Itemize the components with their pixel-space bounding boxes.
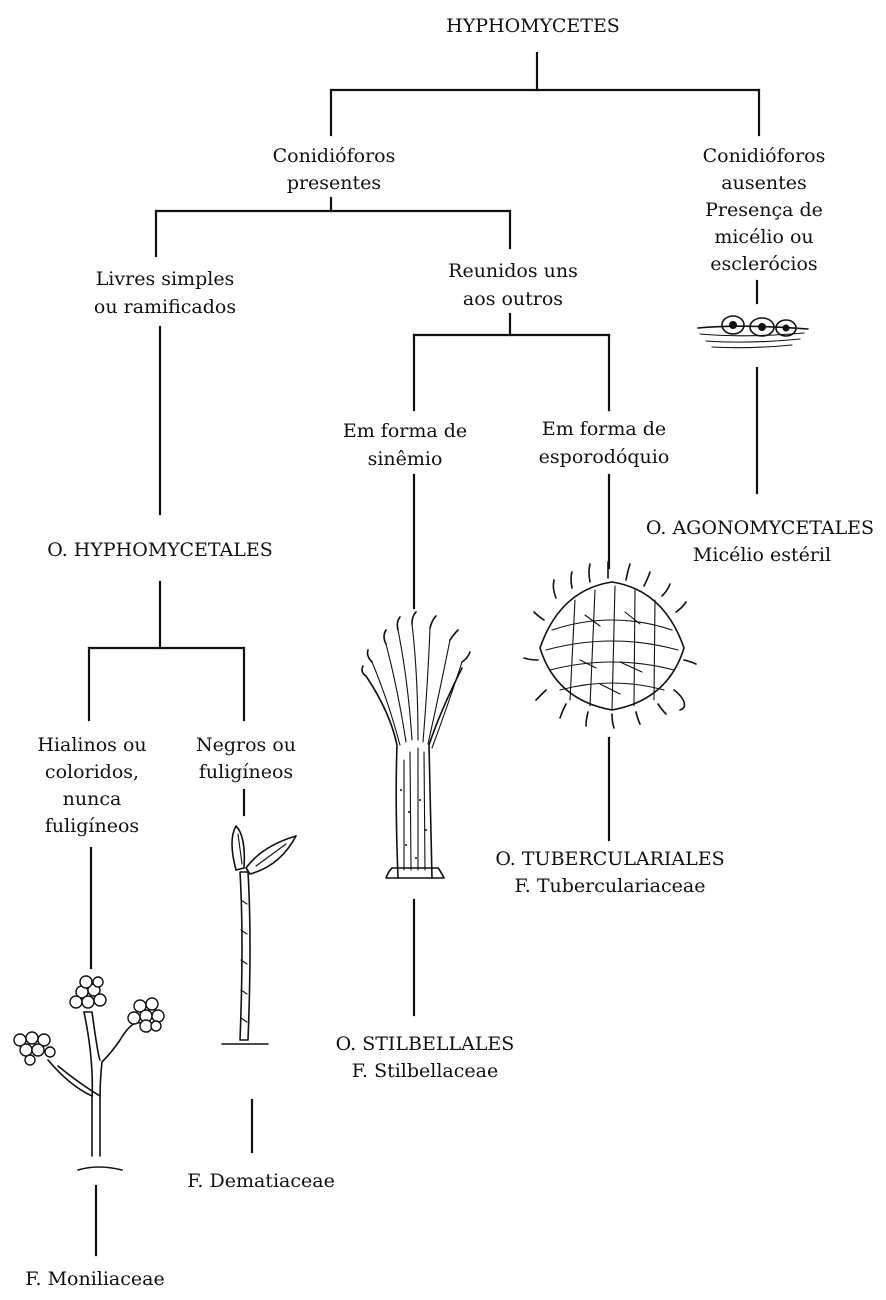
hyaline-label-line2: coloridos, bbox=[45, 761, 139, 783]
tuberculariales-order-label: O. TUBERCULARIALES bbox=[495, 848, 724, 870]
hyaline-label-line1: Hialinos ou bbox=[37, 734, 146, 756]
dematiaceous-conidiophore-illustration bbox=[222, 826, 296, 1044]
conidiophores-absent-label-line3: Presença de bbox=[705, 199, 823, 221]
root-label: HYPHOMYCETES bbox=[446, 15, 620, 37]
dark-label-line2: fuligíneos bbox=[199, 761, 293, 783]
synnema-label-line1: Em forma de bbox=[343, 420, 467, 442]
sporodochium-illustration bbox=[524, 562, 696, 728]
dark-label-line1: Negros ou bbox=[196, 734, 296, 756]
conidia-cluster-right bbox=[128, 998, 164, 1032]
moniliaceae-family-label: F. Moniliaceae bbox=[25, 1268, 164, 1290]
grouped-conidiophores-label-line1: Reunidos uns bbox=[448, 260, 578, 282]
conidiophores-absent-label-line2: ausentes bbox=[721, 172, 806, 194]
hyaline-label-line4: fuligíneos bbox=[45, 815, 139, 837]
hyphomycetales-order-label: O. HYPHOMYCETALES bbox=[47, 539, 273, 561]
free-conidiophores-label-line1: Livres simples bbox=[96, 268, 235, 290]
synnema-illustration bbox=[362, 612, 470, 878]
conidiophores-absent-label-line1: Conidióforos bbox=[703, 145, 826, 167]
stilbellaceae-family-label: F. Stilbellaceae bbox=[352, 1060, 498, 1082]
agonomycetales-order-label: O. AGONOMYCETALES bbox=[646, 517, 874, 539]
synnema-label-line2: sinêmio bbox=[368, 448, 443, 470]
sporodochium-label-line2: esporodóquio bbox=[539, 446, 670, 468]
dematiaceae-family-label: F. Dematiaceae bbox=[187, 1170, 335, 1192]
grouped-conidiophores-label-line2: aos outros bbox=[463, 288, 563, 310]
agonomycetales-note-label: Micélio estéril bbox=[693, 544, 831, 566]
moniliaceous-conidiophore-illustration bbox=[14, 976, 164, 1170]
tuberculariaceae-family-label: F. Tuberculariaceae bbox=[515, 875, 706, 897]
sclerotia-illustration bbox=[698, 316, 808, 348]
conidiophores-absent-label-line5: esclerócios bbox=[710, 253, 817, 275]
stilbellales-order-label: O. STILBELLALES bbox=[336, 1033, 515, 1055]
conidiophores-absent-label-line4: micélio ou bbox=[714, 226, 813, 248]
conidia-cluster-top bbox=[70, 976, 106, 1008]
hyaline-label-line3: nunca bbox=[63, 788, 122, 810]
conidiophores-present-label-line1: Conidióforos bbox=[273, 145, 396, 167]
free-conidiophores-label-line2: ou ramificados bbox=[94, 296, 236, 318]
conidiophores-present-label-line2: presentes bbox=[287, 172, 381, 194]
sporodochium-label-line1: Em forma de bbox=[542, 418, 666, 440]
